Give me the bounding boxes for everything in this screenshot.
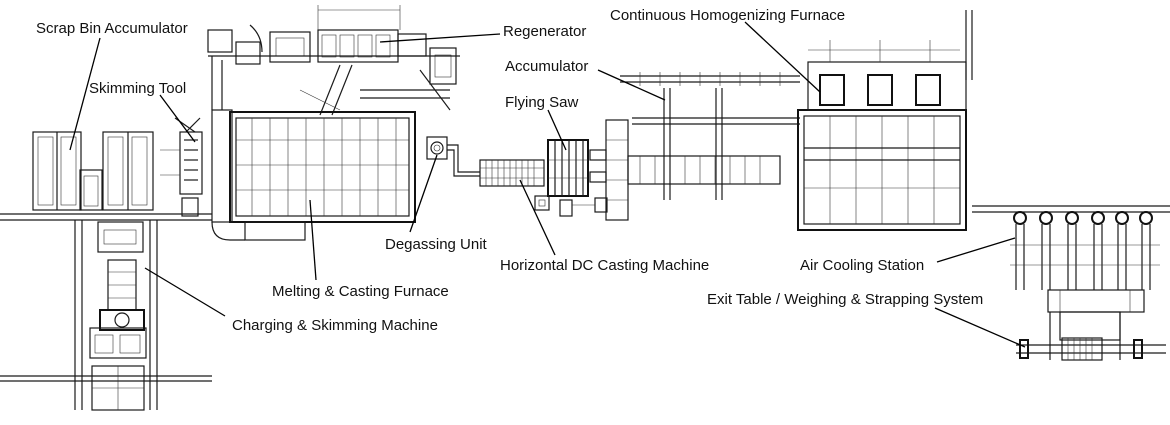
scrap-bin-accumulator <box>0 131 212 221</box>
skimming-tool <box>160 117 203 217</box>
label-melting-casting-furnace: Melting & Casting Furnace <box>272 283 449 300</box>
label-air-cooling-station: Air Cooling Station <box>800 257 924 274</box>
label-flying-saw: Flying Saw <box>505 94 579 111</box>
melting-casting-furnace <box>211 109 416 241</box>
label-regenerator: Regenerator <box>503 23 586 40</box>
label-exit-table: Exit Table / Weighing & Strapping System <box>707 291 983 308</box>
label-charging-skimming-machine: Charging & Skimming Machine <box>232 317 438 334</box>
air-cooling-station <box>972 205 1170 290</box>
regenerator <box>207 5 460 116</box>
label-leader-lines <box>69 21 1026 348</box>
label-degassing-unit: Degassing Unit <box>385 236 488 253</box>
accumulator <box>605 72 800 221</box>
degassing-unit <box>426 136 480 177</box>
flying-saw <box>547 139 608 217</box>
label-accumulator: Accumulator <box>505 58 588 75</box>
exit-table-weighing-strapping-system <box>1016 289 1166 361</box>
label-horizontal-dc-casting-machine: Horizontal DC Casting Machine <box>500 257 709 274</box>
continuous-homogenizing-furnace <box>797 10 973 231</box>
horizontal-dc-casting-machine <box>479 159 550 211</box>
label-continuous-homogenizing-furnace: Continuous Homogenizing Furnace <box>610 7 845 24</box>
label-scrap-bin-accumulator: Scrap Bin Accumulator <box>36 20 188 37</box>
label-skimming-tool: Skimming Tool <box>89 80 186 97</box>
charging-skimming-machine <box>0 220 212 411</box>
